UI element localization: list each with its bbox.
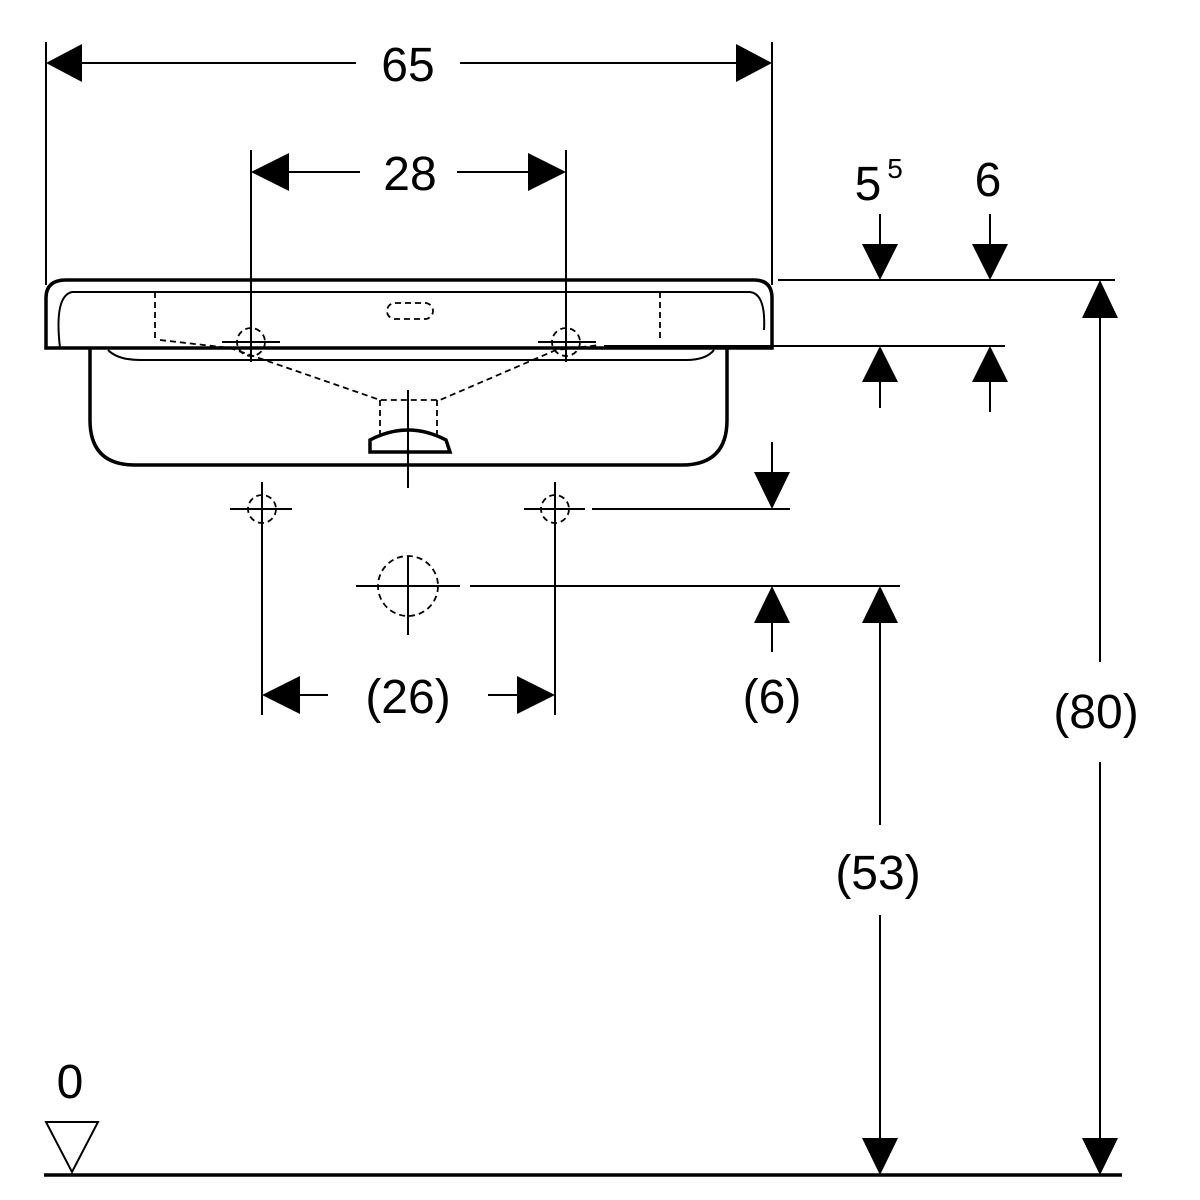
- total-width-label: 65: [381, 39, 434, 92]
- supply-right: [524, 482, 585, 715]
- supply-connections: (26): [230, 482, 585, 724]
- arrowhead-left: [251, 153, 289, 191]
- supply-offset-dimension: (6): [470, 442, 900, 724]
- sink-rim: [44, 278, 774, 350]
- supply-left: [230, 482, 292, 715]
- floor-level-label: 0: [57, 1056, 84, 1109]
- rim-thickness-alt-label: 6: [975, 154, 1002, 207]
- arrowhead-up: [1082, 280, 1118, 318]
- arrowhead-right: [517, 676, 555, 714]
- rim-thickness-dimension: 5 5 6: [604, 153, 1115, 412]
- drain-plug: [368, 428, 453, 454]
- arrowhead-right: [528, 153, 566, 191]
- drain-outlet: [356, 555, 460, 635]
- arrowhead-up: [862, 346, 898, 382]
- rim-thickness-label: 5: [855, 158, 882, 211]
- total-height-label: (80): [1053, 686, 1138, 739]
- total-height-dimension: (80): [1053, 280, 1139, 1175]
- level-triangle-icon: [44, 1121, 100, 1175]
- tap-hole-right: [538, 327, 596, 357]
- arrowhead-up: [972, 346, 1008, 382]
- arrowhead-down: [972, 244, 1008, 280]
- arrowhead-down: [1082, 1138, 1118, 1175]
- arrowhead-up: [862, 586, 898, 623]
- arrowhead-right: [736, 44, 772, 82]
- arrowhead-down: [862, 1138, 898, 1175]
- width-dimension: 65: [45, 39, 773, 285]
- arrowhead-down: [862, 244, 898, 280]
- drain-height-dimension: (53): [835, 586, 921, 1175]
- drain-height-label: (53): [835, 847, 920, 900]
- arrowhead-left: [262, 676, 300, 714]
- rim-thickness-superscript: 5: [887, 153, 903, 184]
- tap-hole-left: [222, 327, 280, 357]
- supply-offset-label: (6): [743, 671, 802, 724]
- sink-body: [44, 278, 774, 488]
- tap-spacing-label: 28: [383, 148, 436, 201]
- arrowhead-down: [754, 472, 790, 509]
- arrowhead-up: [754, 586, 790, 623]
- arrowhead-left: [46, 44, 82, 82]
- floor-level: 0: [44, 1056, 1122, 1177]
- supply-spacing-label: (26): [365, 671, 450, 724]
- overflow-slot: [386, 302, 434, 320]
- tap-spacing-dimension: 28: [250, 148, 567, 362]
